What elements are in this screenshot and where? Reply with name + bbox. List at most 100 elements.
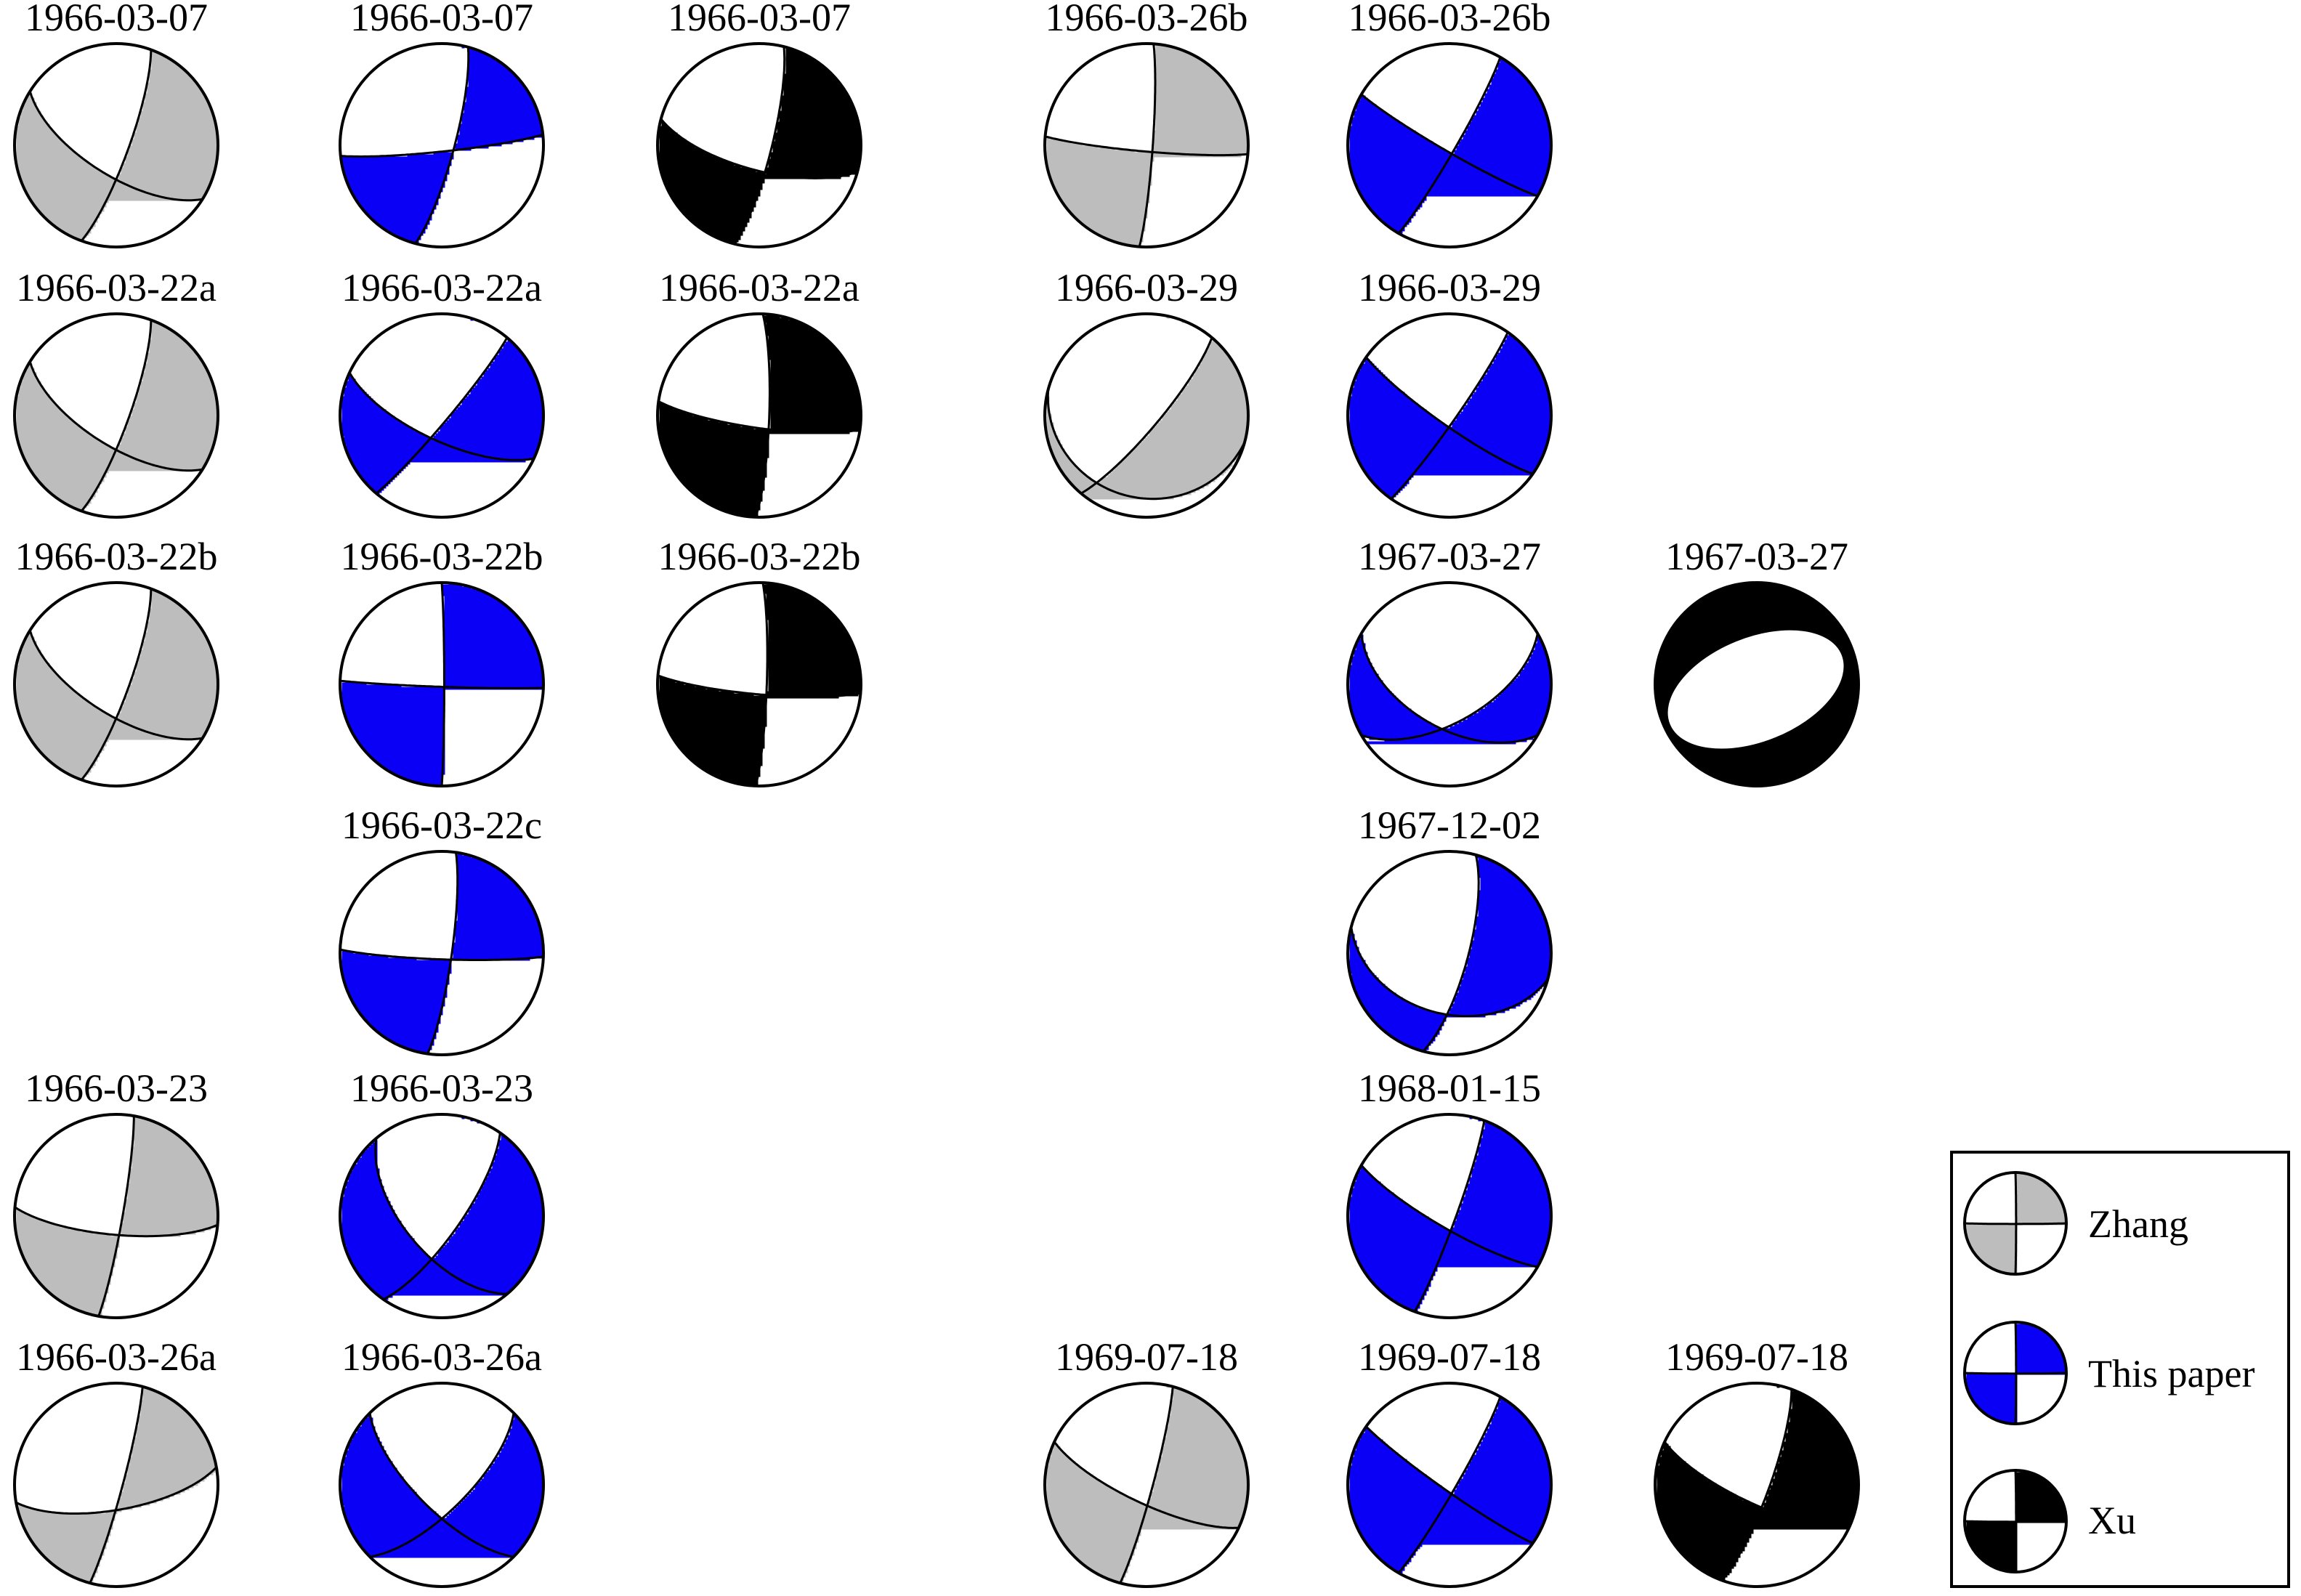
beachball-compressional-quadrants xyxy=(341,1116,543,1300)
nodal-plane-1 xyxy=(368,1412,514,1558)
nodal-plane-1 xyxy=(1365,356,1534,475)
event-date-label: 1966-03-22a xyxy=(16,266,217,309)
event-date-label: 1966-03-07 xyxy=(25,0,208,39)
beachball-outline xyxy=(656,581,862,787)
beachball-outline xyxy=(1346,1382,1553,1588)
event-date-label: 1967-03-27 xyxy=(1665,535,1848,578)
beachball-13 xyxy=(1346,581,1553,787)
nodal-plane-1 xyxy=(1350,926,1549,1018)
nodal-plane-2 xyxy=(80,320,153,512)
nodal-plane-1 xyxy=(658,400,860,434)
nodal-plane-2 xyxy=(414,46,470,245)
beachball-outline xyxy=(339,42,545,248)
beachball-outline xyxy=(1346,1113,1553,1319)
beachball-outline xyxy=(1043,1382,1250,1588)
beachball-compressional-quadrants xyxy=(341,1415,543,1558)
nodal-plane-1 xyxy=(1663,1441,1849,1529)
event-date-label: 1969-07-18 xyxy=(1358,1335,1541,1379)
legend-symbol-1 xyxy=(1963,1321,2068,1425)
beachball-compressional-quadrants xyxy=(659,584,861,786)
beachball-outline xyxy=(1963,1469,2068,1573)
beachball-3 xyxy=(1043,42,1250,248)
nodal-plane-2 xyxy=(1413,1120,1486,1313)
beachball-outline xyxy=(656,312,862,519)
legend-symbol-0 xyxy=(1963,1171,2068,1276)
nodal-plane-2 xyxy=(1720,1389,1793,1581)
beachball-2 xyxy=(656,42,862,248)
beachball-compressional-quadrants xyxy=(16,320,218,513)
nodal-plane-1 xyxy=(28,630,203,741)
beachball-compressional-quadrants xyxy=(659,315,861,517)
nodal-plane-2 xyxy=(754,583,769,786)
nodal-plane-2 xyxy=(1390,331,1509,500)
beachball-10 xyxy=(13,581,219,787)
nodal-plane-1 xyxy=(1360,93,1538,198)
nodal-plane-2 xyxy=(1361,633,1539,741)
event-date-label: 1969-07-18 xyxy=(1055,1335,1238,1379)
beachball-compressional-quadrants xyxy=(1046,315,1248,500)
event-date-label: 1966-03-07 xyxy=(668,0,851,39)
beachball-1 xyxy=(339,42,545,248)
beachball-outline xyxy=(1963,1321,2068,1425)
nodal-plane-1 xyxy=(28,361,203,472)
nodal-plane-1 xyxy=(340,679,543,690)
event-date-label: 1969-07-18 xyxy=(1665,1335,1848,1379)
nodal-plane-2 xyxy=(2014,1470,2018,1572)
nodal-plane-2 xyxy=(382,1133,501,1301)
event-date-label: 1966-03-22b xyxy=(15,535,218,578)
legend: Zhang This paper Xu xyxy=(1950,1151,2290,1588)
beachball-20 xyxy=(13,1382,219,1588)
beachball-8 xyxy=(1043,312,1250,519)
nodal-plane-2 xyxy=(2014,1322,2018,1424)
nodal-plane-1 xyxy=(660,118,858,179)
legend-symbols xyxy=(1963,1171,2068,1573)
event-date-label: 1966-03-23 xyxy=(25,1066,208,1110)
beachball-outline xyxy=(1963,1171,2068,1276)
nodal-plane-1 xyxy=(15,1206,218,1238)
beachball-compressional-quadrants xyxy=(1349,58,1551,234)
beachball-outline xyxy=(1654,581,1860,787)
beachball-outline xyxy=(1043,312,1250,519)
beachball-compressional-quadrants xyxy=(1349,1116,1551,1313)
legend-label-xu: Xu xyxy=(2088,1499,2136,1542)
nodal-plane-2 xyxy=(97,1116,135,1317)
beachball-15 xyxy=(339,850,545,1056)
nodal-plane-1 xyxy=(374,1138,508,1295)
event-date-label: 1966-03-22c xyxy=(341,803,542,847)
beachball-outline xyxy=(1043,42,1250,248)
nodal-plane-2 xyxy=(80,588,153,781)
beachball-compressional-quadrants xyxy=(1349,333,1551,500)
nodal-plane-2 xyxy=(369,1412,515,1558)
nodal-plane-2 xyxy=(2014,1172,2018,1274)
nodal-plane-1 xyxy=(340,948,543,961)
event-date-label: 1966-03-26a xyxy=(341,1335,542,1379)
nodal-plane-1 xyxy=(1053,1441,1239,1529)
beachball-24 xyxy=(1654,1382,1860,1588)
beachball-9 xyxy=(1346,312,1553,519)
beachball-outline xyxy=(1654,1382,1860,1588)
nodal-plane-2 xyxy=(376,337,509,495)
nodal-plane-1 xyxy=(340,133,543,158)
beachball-compressional-quadrants xyxy=(1349,855,1551,1053)
beachball-outline xyxy=(339,1113,545,1319)
beachball-compressional-quadrants xyxy=(1349,634,1551,745)
beachball-outline xyxy=(339,850,545,1056)
nodal-plane-2 xyxy=(426,852,459,1055)
beachball-4 xyxy=(1346,42,1553,248)
beachball-7 xyxy=(656,312,862,519)
beachball-compressional-quadrants xyxy=(341,317,543,495)
beachball-compressional-quadrants xyxy=(16,588,218,782)
event-date-label: 1966-03-22b xyxy=(341,535,543,578)
beachball-outline xyxy=(13,42,219,248)
nodal-plane-1 xyxy=(1045,135,1248,157)
beachball-dilatational-area xyxy=(1665,628,1846,751)
beachball-compressional-quadrants xyxy=(16,1387,218,1584)
beachball-outline xyxy=(1346,850,1553,1056)
nodal-plane-2 xyxy=(1422,854,1480,1053)
beachball-6 xyxy=(339,312,545,519)
event-date-label: 1966-03-22a xyxy=(341,266,542,309)
nodal-plane-1 xyxy=(15,1466,217,1515)
event-date-label: 1966-03-26a xyxy=(16,1335,217,1379)
beachball-outline xyxy=(1346,312,1553,519)
